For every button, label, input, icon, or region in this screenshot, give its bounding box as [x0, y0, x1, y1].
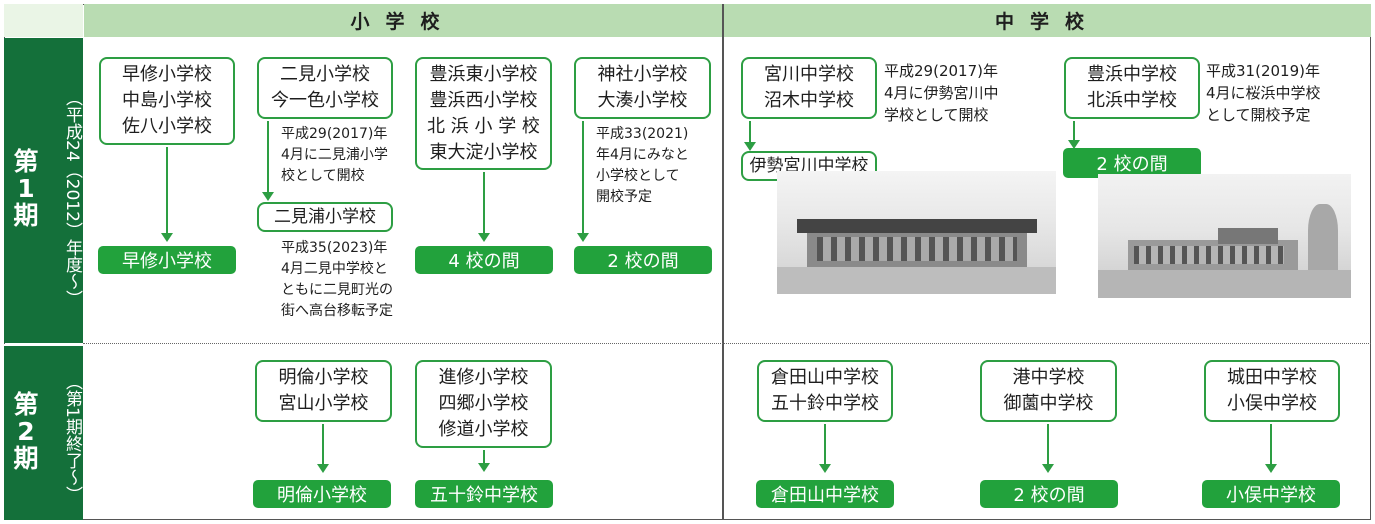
- arrow-line: [322, 424, 324, 464]
- merger-note: 平成29(2017)年 4月に伊勢宮川中 学校として開校: [884, 62, 999, 124]
- school-name: 明倫小学校: [278, 367, 369, 388]
- school-name: 東大淀小学校: [429, 141, 538, 163]
- result-pill: 明倫小学校: [253, 480, 391, 508]
- school-photo: [1098, 174, 1351, 298]
- arrow-line: [267, 121, 269, 193]
- school-group-box: 二見小学校 今一色小学校: [257, 57, 393, 119]
- arrow-line: [166, 147, 168, 233]
- arrow-head: [577, 233, 589, 242]
- period-divider: [83, 343, 1371, 344]
- school-name: 城田中学校: [1227, 367, 1317, 388]
- result-pill: 4 校の間: [415, 246, 553, 274]
- result-pill: 2 校の間: [574, 246, 712, 274]
- school-name: 修道小学校: [438, 419, 529, 440]
- school-name: 小俣中学校: [1227, 393, 1317, 414]
- school-name: 佐八小学校: [122, 116, 212, 137]
- school-group-box: 倉田山中学校 五十鈴中学校: [757, 360, 893, 422]
- school-name: 五十鈴中学校: [771, 393, 879, 414]
- result-pill: 小俣中学校: [1202, 480, 1340, 508]
- school-name: 進修小学校: [438, 367, 529, 388]
- school-name: 豊浜東小学校: [429, 63, 538, 85]
- merger-note: 平成31(2019)年 4月に桜浜中学校 として開校予定: [1206, 62, 1321, 124]
- arrow-line: [824, 424, 826, 464]
- result-pill: 2 校の間: [980, 480, 1118, 508]
- arrow-head: [1068, 140, 1080, 149]
- school-group-box: 進修小学校 四郷小学校 修道小学校: [415, 360, 552, 448]
- school-name: 二見浦小学校: [274, 207, 376, 227]
- school-name: 豊浜西小学校: [429, 89, 538, 111]
- school-group-box: 城田中学校 小俣中学校: [1204, 360, 1340, 422]
- column-divider: [722, 4, 724, 520]
- period-2-subtitle: （第1期終了〜）: [62, 373, 82, 503]
- merger-note: 平成33(2021) 年4月にみなと 小学校として 開校予定: [596, 126, 689, 205]
- header-elementary: 小学校: [84, 4, 722, 37]
- result-pill: 2 校の間: [1063, 148, 1201, 178]
- header-corner: [4, 4, 83, 37]
- school-group-box: 明倫小学校 宮山小学校: [255, 360, 392, 422]
- school-group-box: 早修小学校 中島小学校 佐八小学校: [99, 57, 235, 145]
- school-name: 北 浜 小 学 校: [427, 115, 540, 137]
- arrow-line: [1073, 121, 1075, 141]
- school-name: 今一色小学校: [271, 90, 379, 111]
- school-name: 宮山小学校: [278, 393, 369, 414]
- arrow-head: [1265, 464, 1277, 473]
- school-name: 早修小学校: [122, 64, 212, 85]
- arrow-head: [819, 464, 831, 473]
- school-name: 宮川中学校: [764, 64, 854, 85]
- arrow-line: [1270, 424, 1272, 464]
- arrow-head: [478, 233, 490, 242]
- result-pill: 早修小学校: [98, 246, 236, 274]
- school-group-box: 宮川中学校 沼木中学校: [741, 57, 877, 119]
- arrow-head: [317, 464, 329, 473]
- school-name: 大湊小学校: [597, 90, 688, 111]
- arrow-head: [262, 192, 274, 201]
- school-name: 倉田山中学校: [771, 367, 879, 388]
- school-name: 豊浜中学校: [1087, 64, 1177, 85]
- period-1-subtitle: （平成24（2012）年度〜）: [62, 89, 82, 307]
- arrow-line: [483, 172, 485, 233]
- school-name: 四郷小学校: [438, 393, 529, 414]
- school-photo: [777, 171, 1056, 294]
- school-name: 中島小学校: [122, 90, 212, 111]
- header-junior-high: 中学校: [724, 4, 1371, 37]
- arrow-line: [483, 450, 485, 464]
- arrow-head: [1042, 464, 1054, 473]
- relocation-note: 平成35(2023)年 4月二見中学校と ともに二見町光の 街へ高台移転予定: [281, 240, 393, 319]
- school-name: 沼木中学校: [764, 90, 854, 111]
- school-group-box: 港中学校 御薗中学校: [980, 360, 1117, 422]
- school-name: 神社小学校: [597, 64, 688, 85]
- arrow-head: [478, 463, 490, 472]
- school-name: 北浜中学校: [1087, 90, 1177, 111]
- school-group-box: 豊浜中学校 北浜中学校: [1064, 57, 1200, 119]
- school-name: 港中学校: [1012, 367, 1085, 388]
- result-pill: 五十鈴中学校: [415, 480, 553, 508]
- school-group-box: 二見浦小学校: [257, 202, 393, 232]
- school-group-box: 神社小学校 大湊小学校: [574, 57, 711, 119]
- result-pill: 倉田山中学校: [756, 480, 894, 508]
- school-name: 御薗中学校: [1003, 393, 1094, 414]
- merger-note: 平成29(2017)年 4月に二見浦小学 校として開校: [281, 126, 388, 184]
- arrow-line: [582, 121, 584, 233]
- school-name: 二見小学校: [280, 64, 370, 85]
- arrow-line: [749, 121, 751, 143]
- arrow-head: [161, 233, 173, 242]
- school-group-box: 豊浜東小学校 豊浜西小学校 北 浜 小 学 校 東大淀小学校: [415, 57, 552, 170]
- arrow-head: [744, 142, 756, 151]
- arrow-line: [1047, 424, 1049, 464]
